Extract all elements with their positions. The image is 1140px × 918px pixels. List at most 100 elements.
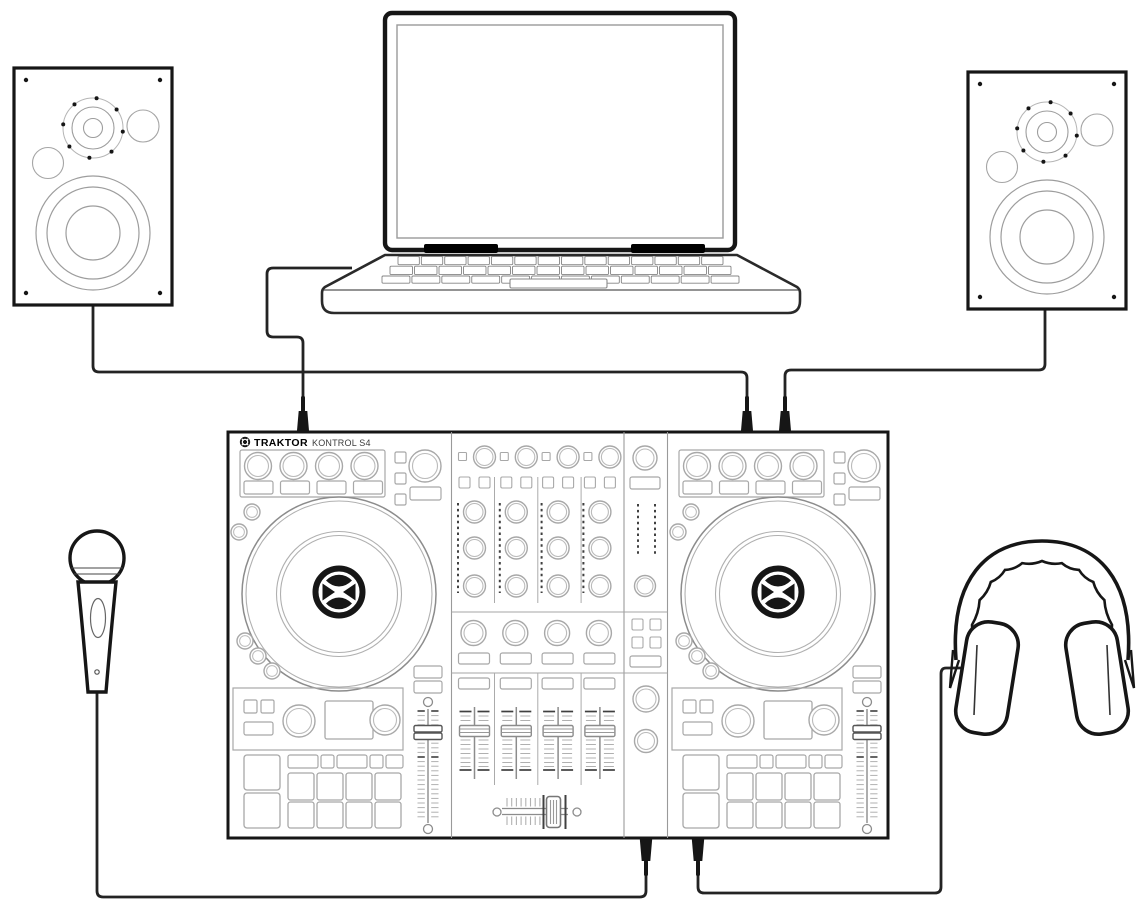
laptop-hinge-left <box>424 244 498 253</box>
keyboard-key <box>411 275 441 284</box>
mixer-section <box>457 445 622 779</box>
mixer-master-column <box>629 445 662 754</box>
traktor-gear-logo-icon <box>239 436 251 448</box>
keyboard-key <box>389 265 413 276</box>
small-button <box>649 636 662 649</box>
keyboard-key <box>659 265 683 276</box>
right-speaker-cable <box>783 309 1047 398</box>
gain-knob <box>472 445 497 469</box>
keyboard-key <box>490 256 514 266</box>
keyboard-key <box>463 265 487 276</box>
keyboard-key <box>537 256 560 266</box>
microphone-plug <box>639 839 653 876</box>
channel-fader-handle <box>542 724 574 738</box>
filter-knob <box>502 619 529 647</box>
usb-plug <box>296 396 310 433</box>
cue-button <box>457 652 491 665</box>
gain-knob <box>514 445 538 469</box>
dj-controller-illustration: TRAKTOR KONTROL S4 <box>226 430 890 840</box>
right-yoke <box>1123 649 1136 689</box>
small-button <box>500 476 513 489</box>
keyboard-key <box>487 265 511 276</box>
keyboard-key <box>683 265 707 276</box>
keyboard-key <box>420 256 444 266</box>
eq-knob <box>462 500 487 524</box>
channel-button <box>499 677 532 690</box>
keyboard-key <box>444 256 467 266</box>
left-yoke <box>948 649 961 689</box>
headphones-cable <box>696 666 966 895</box>
small-button <box>649 618 662 631</box>
channel-button <box>583 677 616 690</box>
laptop-illustration <box>320 10 802 315</box>
fx-assign-button <box>457 451 468 462</box>
laptop-hinge-right <box>631 244 705 253</box>
keyboard-key <box>650 275 680 284</box>
small-button <box>603 476 616 489</box>
laptop-screen <box>396 24 724 239</box>
keyboard-key <box>381 275 411 284</box>
left-output-plug <box>740 396 754 433</box>
channel-button <box>457 677 491 690</box>
crossfader <box>492 795 582 829</box>
crossfader-screw <box>492 807 502 817</box>
keyboard-key <box>512 265 536 276</box>
small-button <box>562 476 575 489</box>
cables <box>91 266 1047 899</box>
crossfader-screw <box>572 807 582 817</box>
small-button <box>520 476 533 489</box>
keyboard-key <box>561 265 585 276</box>
channel-button <box>541 677 574 690</box>
microphone-screw <box>94 669 100 675</box>
small-button <box>458 476 471 489</box>
gain-knob <box>556 445 580 469</box>
channel-fader-handle <box>458 724 491 738</box>
eq-knob <box>588 574 612 598</box>
brand-text: TRAKTOR <box>254 437 308 449</box>
headband-padding <box>966 559 1118 658</box>
eq-knob <box>546 536 570 560</box>
eq-knob <box>504 574 528 598</box>
master-knob <box>632 445 658 471</box>
keyboard-key <box>536 265 560 276</box>
headphones-plug <box>691 839 705 876</box>
eq-knob <box>504 500 528 524</box>
left-speaker-illustration <box>12 66 174 307</box>
keyboard-key <box>634 265 658 276</box>
left-ear-cup <box>953 619 1021 737</box>
keyboard-key <box>467 256 490 266</box>
small-button <box>631 636 644 649</box>
small-button <box>631 618 644 631</box>
small-button <box>542 476 555 489</box>
filter-knob <box>460 619 487 647</box>
fx-assign-button <box>583 451 593 462</box>
right-speaker-illustration <box>966 70 1128 311</box>
small-button <box>583 476 596 489</box>
controller-brand-label: TRAKTOR KONTROL S4 <box>239 436 370 449</box>
keyboard-key <box>438 265 462 276</box>
small-button <box>478 476 491 489</box>
fx-assign-button <box>541 451 551 462</box>
keyboard-key <box>680 275 710 284</box>
keyboard-key <box>471 275 501 284</box>
eq-knob <box>462 574 487 598</box>
right-ear-cup <box>1063 619 1131 737</box>
gain-knob <box>598 445 622 469</box>
left-speaker-cable <box>91 306 749 398</box>
filter-knob <box>543 619 571 647</box>
keyboard-key <box>631 256 654 266</box>
fx-assign-button <box>499 451 509 462</box>
keyboard-key <box>561 256 584 266</box>
microphone-cable <box>95 693 648 899</box>
snap-button <box>629 655 662 668</box>
cue-mix-knob <box>632 685 660 713</box>
keyboard-key <box>607 256 631 266</box>
cue-button <box>541 652 574 665</box>
eq-knob <box>546 500 570 524</box>
keyboard-key <box>654 256 677 266</box>
keyboard-key <box>677 256 701 266</box>
keyboard-key <box>514 256 537 266</box>
keyboard-key <box>397 256 420 266</box>
keyboard-key <box>708 265 732 276</box>
